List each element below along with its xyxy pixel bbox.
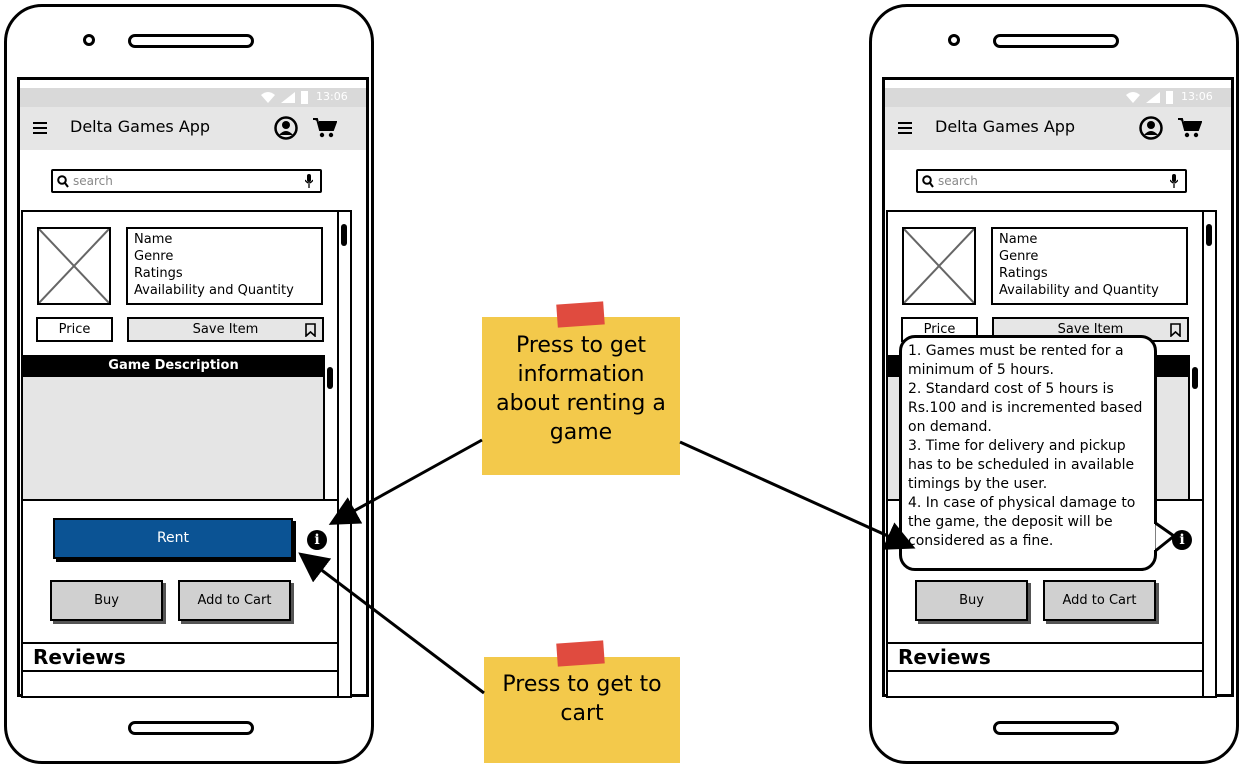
info-genre: Genre — [134, 249, 174, 264]
rental-info-text: 1. Games must be rented for a minimum of… — [908, 343, 1143, 549]
battery-icon — [1166, 91, 1173, 104]
hamburger-icon[interactable] — [33, 122, 47, 134]
camera-left — [83, 34, 95, 46]
info-icon[interactable]: i — [1172, 530, 1192, 550]
description-scroll-thumb[interactable] — [1192, 367, 1198, 389]
note-rent-info-text: Press to get information about renting a… — [496, 333, 666, 445]
home-button-left[interactable] — [128, 721, 254, 735]
search-placeholder: search — [73, 174, 113, 188]
arrow-to-tooltip — [679, 440, 916, 550]
cart-icon[interactable] — [1178, 117, 1202, 139]
page-scroll-thumb[interactable] — [341, 224, 347, 246]
buy-button[interactable]: Buy — [50, 580, 163, 621]
screen-left: 13:06 Delta Games App search Name Genre … — [17, 77, 369, 698]
page-scroll-thumb[interactable] — [1206, 224, 1212, 246]
save-item-label: Save Item — [1057, 322, 1124, 337]
top-speaker-left — [128, 34, 254, 48]
game-info-box: Name Genre Ratings Availability and Quan… — [126, 227, 323, 305]
search-input[interactable]: search — [916, 169, 1187, 193]
account-icon[interactable] — [1139, 116, 1163, 140]
tooltip-pointer — [1154, 520, 1176, 554]
info-availability: Availability and Quantity — [134, 283, 294, 298]
status-bar: 13:06 — [885, 88, 1231, 107]
description-scrollbar[interactable] — [1188, 355, 1201, 499]
page-scrollbar[interactable] — [1202, 212, 1215, 696]
info-availability: Availability and Quantity — [999, 283, 1159, 298]
arrow-to-info-icon — [328, 438, 483, 525]
mic-icon[interactable] — [1170, 174, 1178, 188]
save-item-label: Save Item — [192, 322, 259, 337]
reviews-header: Reviews — [888, 642, 1202, 672]
buy-button[interactable]: Buy — [915, 580, 1028, 621]
reviews-header: Reviews — [23, 642, 337, 672]
search-icon — [922, 175, 934, 188]
game-image-placeholder — [37, 227, 111, 305]
add-to-cart-button[interactable]: Add to Cart — [178, 580, 291, 621]
status-bar: 13:06 — [20, 88, 366, 107]
wifi-icon — [1126, 92, 1140, 103]
info-genre: Genre — [999, 249, 1039, 264]
bookmark-icon — [305, 323, 316, 337]
search-placeholder: search — [938, 174, 978, 188]
search-input[interactable]: search — [51, 169, 322, 193]
info-name: Name — [999, 232, 1038, 247]
game-image-placeholder — [902, 227, 976, 305]
arrow-to-rent-button — [298, 552, 485, 695]
app-title: Delta Games App — [70, 117, 211, 136]
rent-button[interactable]: Rent — [53, 518, 293, 559]
mic-icon[interactable] — [305, 174, 313, 188]
bookmark-icon — [1170, 323, 1181, 337]
info-ratings: Ratings — [134, 266, 183, 281]
app-title: Delta Games App — [935, 117, 1076, 136]
sticky-note-rent-info: Press to get information about renting a… — [482, 317, 680, 475]
app-bar: Delta Games App — [20, 107, 366, 150]
status-time: 13:06 — [1181, 90, 1213, 103]
account-icon[interactable] — [274, 116, 298, 140]
hamburger-icon[interactable] — [898, 122, 912, 134]
home-button-right[interactable] — [993, 721, 1119, 735]
wifi-icon — [261, 92, 275, 103]
add-to-cart-button[interactable]: Add to Cart — [1043, 580, 1156, 621]
info-ratings: Ratings — [999, 266, 1048, 281]
sticky-note-cart-info: Press to get to cart — [484, 657, 680, 763]
camera-right — [948, 34, 960, 46]
top-speaker-right — [993, 34, 1119, 48]
signal-icon — [281, 92, 295, 103]
status-time: 13:06 — [316, 90, 348, 103]
app-bar: Delta Games App — [885, 107, 1231, 150]
description-scroll-thumb[interactable] — [327, 367, 333, 389]
battery-icon — [301, 91, 308, 104]
price-button[interactable]: Price — [36, 317, 113, 342]
cart-icon[interactable] — [313, 117, 337, 139]
game-info-box: Name Genre Ratings Availability and Quan… — [991, 227, 1188, 305]
info-name: Name — [134, 232, 173, 247]
game-description-header: Game Description — [23, 355, 324, 377]
description-scrollbar[interactable] — [323, 355, 336, 499]
signal-icon — [1146, 92, 1160, 103]
search-icon — [57, 175, 69, 188]
rental-info-tooltip: 1. Games must be rented for a minimum of… — [899, 335, 1157, 571]
item-panel: Name Genre Ratings Availability and Quan… — [21, 210, 352, 698]
save-item-button[interactable]: Save Item — [127, 317, 324, 342]
info-icon[interactable]: i — [307, 530, 327, 550]
game-description-body — [23, 377, 324, 499]
phone-left: 13:06 Delta Games App search Name Genre … — [4, 4, 374, 764]
page-scrollbar[interactable] — [337, 212, 350, 696]
note-cart-info-text: Press to get to cart — [502, 672, 662, 726]
description-divider — [23, 499, 337, 501]
